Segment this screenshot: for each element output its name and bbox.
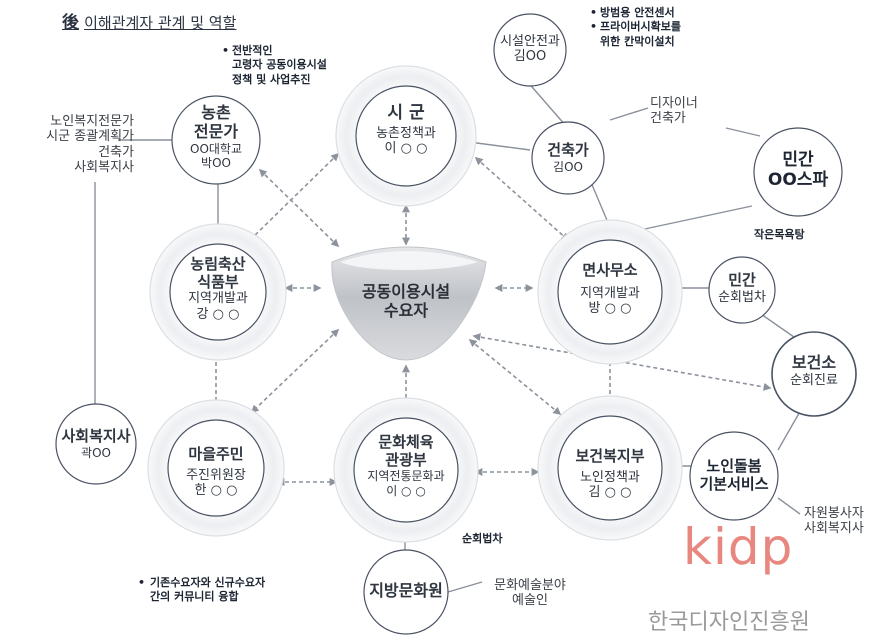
- node-welfare-ministry-person: 김 ○ ○: [588, 485, 632, 501]
- node-architect-title: 건축가: [547, 141, 589, 159]
- label-artists-2: 예술인: [512, 593, 548, 609]
- label-designer-2: 건축가: [650, 111, 686, 127]
- label-artists: 문화예술분야 예술인: [494, 578, 566, 609]
- node-farm-expert-title1: 농촌: [201, 103, 231, 122]
- kidp-org-name: 한국디자인진흥원: [648, 610, 810, 635]
- label-designer-1: 디자이너: [650, 96, 698, 111]
- label-volunteers: 자원봉사자 사회복지사: [804, 506, 864, 537]
- node-farm-expert-org: OO대학교: [189, 141, 243, 156]
- center-highlight: [340, 251, 478, 270]
- node-township-title: 면사무소: [582, 261, 638, 279]
- label-left-top-4: 사회복지사: [74, 159, 134, 175]
- node-farm-expert-person: 박OO: [201, 155, 231, 170]
- label-left-top-2: 시군 종괄계획가: [46, 129, 134, 145]
- node-private-bus-sub: 순회법차: [718, 289, 766, 305]
- node-ministry-agri-dept: 지역개발과: [188, 291, 248, 307]
- node-private-bus-title: 민간: [728, 271, 756, 289]
- node-social-worker-title: 사회복지사: [61, 427, 131, 445]
- center-line2: 수요자: [383, 300, 429, 320]
- note-security: •방범용 안전센서 •프라이버시확보를 위한 칸막이설치: [590, 6, 681, 48]
- note-security-3: 위한 칸막이설치: [600, 34, 675, 48]
- center-demand-shape: [331, 246, 487, 361]
- node-elderly-care-title2: 기본서비스: [699, 474, 769, 493]
- node-culture-ministry-person: 이 ○ ○: [386, 483, 426, 498]
- label-designer: 디자이너 건축가: [650, 96, 698, 127]
- label-left-top-1: 노인복지전문가: [50, 114, 134, 129]
- node-culture-ministry: 문화체육 관광부 지역전통문화과 이 ○ ○: [367, 433, 445, 498]
- note-community: •기존수요자와 신규수요자 간의 커뮤니티 융합: [138, 576, 266, 604]
- node-township-person: 방 ○ ○: [588, 301, 632, 317]
- node-architect-person: 김OO: [553, 159, 583, 174]
- relation-arrows: [212, 152, 772, 486]
- node-township: 면사무소 지역개발과 방 ○ ○: [580, 261, 640, 317]
- node-private-spa: 민간 OO스파: [768, 150, 828, 190]
- note-policy-2: 고령자 공동이용시설: [232, 58, 327, 72]
- note-community-1: 기존수요자와 신규수요자: [150, 576, 266, 589]
- node-elderly-care: 노인돌봄 기본서비스: [699, 457, 769, 493]
- node-culture-center: 지방문화원: [369, 581, 443, 601]
- node-private-bus: 민간 순회법차: [718, 271, 766, 305]
- label-volunteers-2: 사회복지사: [804, 521, 864, 537]
- label-left-top-3: 건축가: [98, 144, 134, 160]
- note-community-2: 간의 커뮤니티 융합: [150, 590, 239, 604]
- node-welfare-ministry-dept: 노인정책과: [580, 469, 640, 485]
- note-policy: •전반적인 고령자 공동이용시설 정책 및 사업추진: [222, 44, 327, 86]
- node-farm-expert-title2: 전문가: [193, 121, 239, 141]
- node-social-worker: 사회복지사 곽OO: [61, 427, 131, 460]
- node-welfare-ministry: 보건복지부 노인정책과 김 ○ ○: [575, 447, 645, 501]
- node-culture-ministry-title1: 문화체육: [378, 433, 434, 451]
- label-volunteers-1: 자원봉사자: [804, 506, 864, 521]
- kidp-logo: kidp: [683, 518, 794, 576]
- node-culture-center-title: 지방문화원: [369, 581, 443, 600]
- note-policy-1: 전반적인: [232, 44, 273, 57]
- node-farm-expert: 농촌 전문가 OO대학교 박OO: [189, 103, 243, 170]
- title-text: 이해관계자 관계 및 역할: [84, 14, 237, 32]
- node-sigun-dept: 농촌정책과: [376, 126, 436, 142]
- node-township-dept: 지역개발과: [580, 285, 640, 301]
- node-welfare-ministry-title: 보건복지부: [575, 447, 645, 465]
- note-policy-3: 정책 및 사업추진: [232, 72, 311, 86]
- node-private-spa-title1: 민간: [782, 150, 814, 170]
- node-residents-title: 마을주민: [188, 445, 244, 463]
- node-ministry-agri-title1: 농림축산: [190, 255, 246, 273]
- node-sigun: 시 군 농촌정책과 이 ○ ○: [376, 103, 436, 157]
- node-circles: [55, 13, 857, 635]
- node-safety-dept: 시설안전과: [500, 34, 560, 49]
- diagram-title: 後 이해관계자 관계 및 역할: [62, 8, 236, 33]
- label-artists-1: 문화예술분야: [494, 578, 566, 593]
- label-left-top: 노인복지전문가 시군 종괄계획가 건축가 사회복지사: [14, 114, 134, 175]
- node-sigun-person: 이 ○ ○: [384, 141, 428, 157]
- center-label: 공동이용시설 수요자: [361, 282, 451, 321]
- node-health-center-title: 보건소: [791, 353, 837, 372]
- node-culture-ministry-dept: 지역전통문화과: [367, 469, 445, 484]
- node-ministry-agri-person: 강 ○ ○: [196, 306, 240, 322]
- node-social-worker-person: 곽OO: [81, 445, 111, 460]
- node-private-spa-title2: OO스파: [767, 170, 829, 191]
- node-residents-person: 한 ○ ○: [194, 483, 238, 499]
- node-safety-person: 김OO: [513, 49, 547, 65]
- node-health-center: 보건소 순회진료: [790, 353, 838, 388]
- center-line1: 공동이용시설: [361, 282, 451, 301]
- node-culture-ministry-title2: 관광부: [385, 450, 427, 469]
- note-security-1: 방범용 안전센서: [600, 6, 675, 19]
- node-ministry-agri: 농림축산 식품부 지역개발과 강 ○ ○: [188, 255, 248, 322]
- node-sigun-title: 시 군: [387, 103, 425, 123]
- title-prefix: 後: [62, 13, 79, 33]
- note-bus: 순회법차: [462, 532, 503, 545]
- note-sauna: 작은목욕탕: [754, 228, 805, 241]
- node-elderly-care-title1: 노인돌봄: [706, 457, 762, 475]
- node-architect: 건축가 김OO: [547, 141, 589, 174]
- node-health-center-sub: 순회진료: [790, 372, 838, 388]
- node-residents: 마을주민 주진위원장 한 ○ ○: [186, 445, 246, 499]
- node-residents-role: 주진위원장: [186, 467, 246, 483]
- node-safety: 시설안전과 김OO: [500, 34, 560, 65]
- note-security-2: 프라이버시확보를: [600, 20, 681, 34]
- node-ministry-agri-title2: 식품부: [197, 272, 239, 291]
